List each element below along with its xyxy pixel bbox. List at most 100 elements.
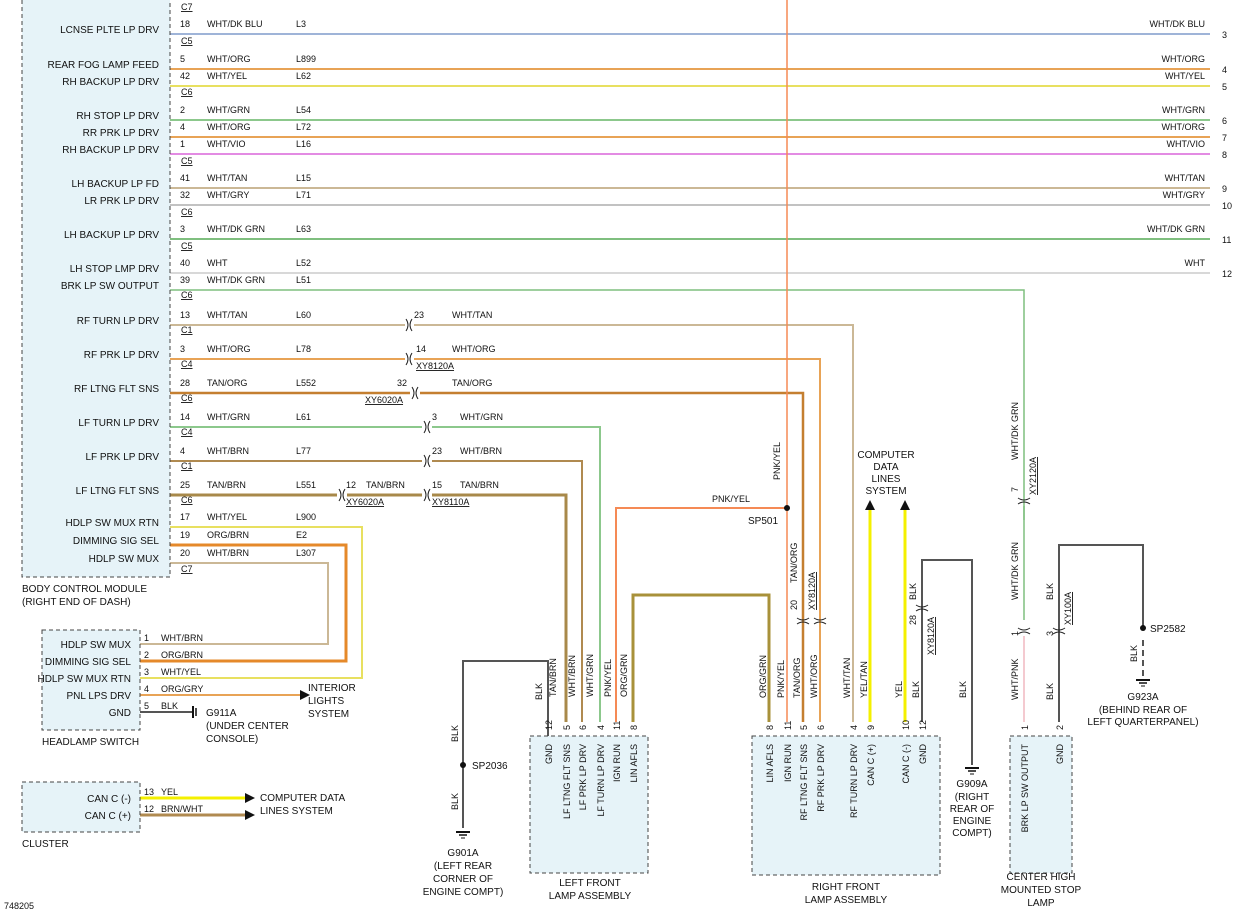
splice-id: SP2036 bbox=[472, 761, 508, 772]
bcm-pin-label: RR PRK LP DRV bbox=[83, 128, 160, 139]
interior-lights-label: INTERIOR bbox=[308, 683, 356, 694]
wire-color-label: WHT/DK GRN bbox=[1010, 542, 1020, 600]
destination-number: 10 bbox=[1222, 201, 1232, 211]
destination-number: 12 bbox=[1222, 269, 1232, 279]
circuit-id: L77 bbox=[296, 446, 311, 456]
right-front-pin-label: CAN C (-) bbox=[901, 744, 911, 784]
lin-afls-wire bbox=[631, 593, 771, 722]
connector-pin: 20 bbox=[789, 600, 799, 610]
bcm-connector-id: C6 bbox=[181, 87, 193, 97]
right-front-pin-number: 5 bbox=[799, 725, 809, 730]
lf-ground-wire bbox=[462, 660, 549, 765]
ground-location: ENGINE bbox=[953, 816, 992, 827]
right-front-pin-number: 8 bbox=[765, 725, 775, 730]
right-front-pin-number: 12 bbox=[918, 720, 928, 730]
bcm-connector-id: C6 bbox=[181, 393, 193, 403]
circuit-id: L52 bbox=[296, 258, 311, 268]
connector-id: XY2120A bbox=[1028, 457, 1038, 495]
circuit-id: L307 bbox=[296, 548, 316, 558]
ground-location: (BEHIND REAR OF bbox=[1099, 705, 1187, 716]
bcm-pin-number: 17 bbox=[180, 512, 190, 522]
bcm-connector-id: C5 bbox=[181, 241, 193, 251]
connector-mark bbox=[338, 488, 342, 502]
component-layer bbox=[21, 0, 1150, 876]
wire-color-label: WHT/TAN bbox=[1165, 173, 1205, 183]
wire-color-label: WHT/ORG bbox=[452, 344, 496, 354]
bcm-pin-number: 4 bbox=[180, 122, 185, 132]
ground-id: G923A bbox=[1127, 692, 1158, 703]
chmsl-pin-label: BRK LP SW OUTPUT bbox=[1020, 744, 1030, 833]
right-front-pin-label: LIN AFLS bbox=[765, 744, 775, 783]
ground-id: G911A bbox=[206, 708, 237, 719]
rf-ground-wire bbox=[921, 559, 973, 765]
left-front-pin-label: LF LTNG FLT SNS bbox=[562, 744, 572, 819]
bcm-pin-label: RH STOP LP DRV bbox=[76, 111, 159, 122]
bcm-connector-id: C5 bbox=[181, 36, 193, 46]
splice-dot bbox=[460, 762, 466, 768]
connector-mark bbox=[423, 488, 427, 502]
left-front-pin-number: 5 bbox=[562, 725, 572, 730]
hdlp-mux-rtn-wire bbox=[140, 526, 363, 679]
bcm-pin-label: HDLP SW MUX RTN bbox=[65, 518, 159, 529]
connector-mark bbox=[423, 454, 427, 468]
left-front-pin-number: 8 bbox=[629, 725, 639, 730]
right-front-pin-label: RF TURN LP DRV bbox=[849, 744, 859, 818]
wire-color-label: BLK bbox=[1045, 583, 1055, 600]
wire-color-label: WHT bbox=[207, 258, 228, 268]
destination-number: 9 bbox=[1222, 184, 1227, 194]
wire-color-label: ORG/BRN bbox=[161, 650, 203, 660]
bcm-pin-number: 39 bbox=[180, 275, 190, 285]
interior-lights-label: LIGHTS bbox=[308, 696, 344, 707]
wire-color-label: WHT/GRN bbox=[585, 654, 595, 697]
headlamp-switch-title: HEADLAMP SWITCH bbox=[42, 737, 139, 748]
lf-turn-wire bbox=[432, 426, 601, 722]
arrow-icon bbox=[245, 810, 255, 820]
cluster-pin-label: CAN C (-) bbox=[87, 794, 131, 805]
bcm-pin-number: 25 bbox=[180, 480, 190, 490]
right-front-pin-label: GND bbox=[918, 744, 928, 765]
bcm-pin-label: LH STOP LMP DRV bbox=[70, 264, 160, 275]
splice-pin: 3 bbox=[432, 412, 437, 422]
bcm-pin-number: 3 bbox=[180, 224, 185, 234]
bcm-connector-id: C6 bbox=[181, 207, 193, 217]
bcm-pin-label: LF PRK LP DRV bbox=[85, 452, 159, 463]
wire-color-label: WHT/GRN bbox=[207, 412, 250, 422]
destination-number: 6 bbox=[1222, 116, 1227, 126]
right-front-pin-label: IGN RUN bbox=[783, 744, 793, 782]
splice-pin: 23 bbox=[432, 446, 442, 456]
arrow-icon bbox=[900, 500, 910, 510]
hdlp-mux-wire bbox=[140, 562, 329, 645]
right-front-lamp-box bbox=[751, 735, 941, 876]
wire-color-label: BLK bbox=[1045, 683, 1055, 700]
connector-id: XY8120A bbox=[926, 617, 936, 655]
dimming-sig-wire bbox=[140, 543, 348, 663]
connector-mark bbox=[427, 454, 431, 468]
ground-location: (UNDER CENTER bbox=[206, 721, 289, 732]
splice-dot bbox=[784, 505, 790, 511]
wire-color-label: TAN/BRN bbox=[366, 480, 405, 490]
ground-id: G909A bbox=[956, 779, 987, 790]
bcm-connector-id: C1 bbox=[181, 325, 193, 335]
chmsl-title: MOUNTED STOP bbox=[1001, 885, 1082, 896]
computer-data-label: COMPUTER bbox=[857, 450, 914, 461]
connector-mark bbox=[796, 621, 810, 625]
bcm-location: (RIGHT END OF DASH) bbox=[22, 597, 131, 608]
ground-location: LEFT QUARTERPANEL) bbox=[1087, 717, 1198, 728]
left-front-pin-label: IGN RUN bbox=[612, 744, 622, 782]
chmsl-title: CENTER HIGH bbox=[1007, 872, 1076, 883]
bcm-connector-id: C5 bbox=[181, 156, 193, 166]
left-front-title: LAMP ASSEMBLY bbox=[549, 891, 632, 902]
circuit-id: L63 bbox=[296, 224, 311, 234]
connector-id: XY8120A bbox=[416, 361, 454, 371]
ign-run-wire bbox=[615, 507, 787, 722]
right-front-pin-label: CAN C (+) bbox=[866, 744, 876, 786]
wire-color-label: PNK/YEL bbox=[712, 494, 750, 504]
wire-color-label: WHT/YEL bbox=[1165, 71, 1205, 81]
wire-color-label: BLK bbox=[534, 683, 544, 700]
connector-id: XY8120A bbox=[807, 572, 817, 610]
connector-pin: 3 bbox=[1045, 631, 1055, 636]
connector-mark bbox=[405, 352, 409, 366]
wire-color-label: BLK bbox=[958, 681, 968, 698]
wire-color-label: BLK bbox=[908, 583, 918, 600]
